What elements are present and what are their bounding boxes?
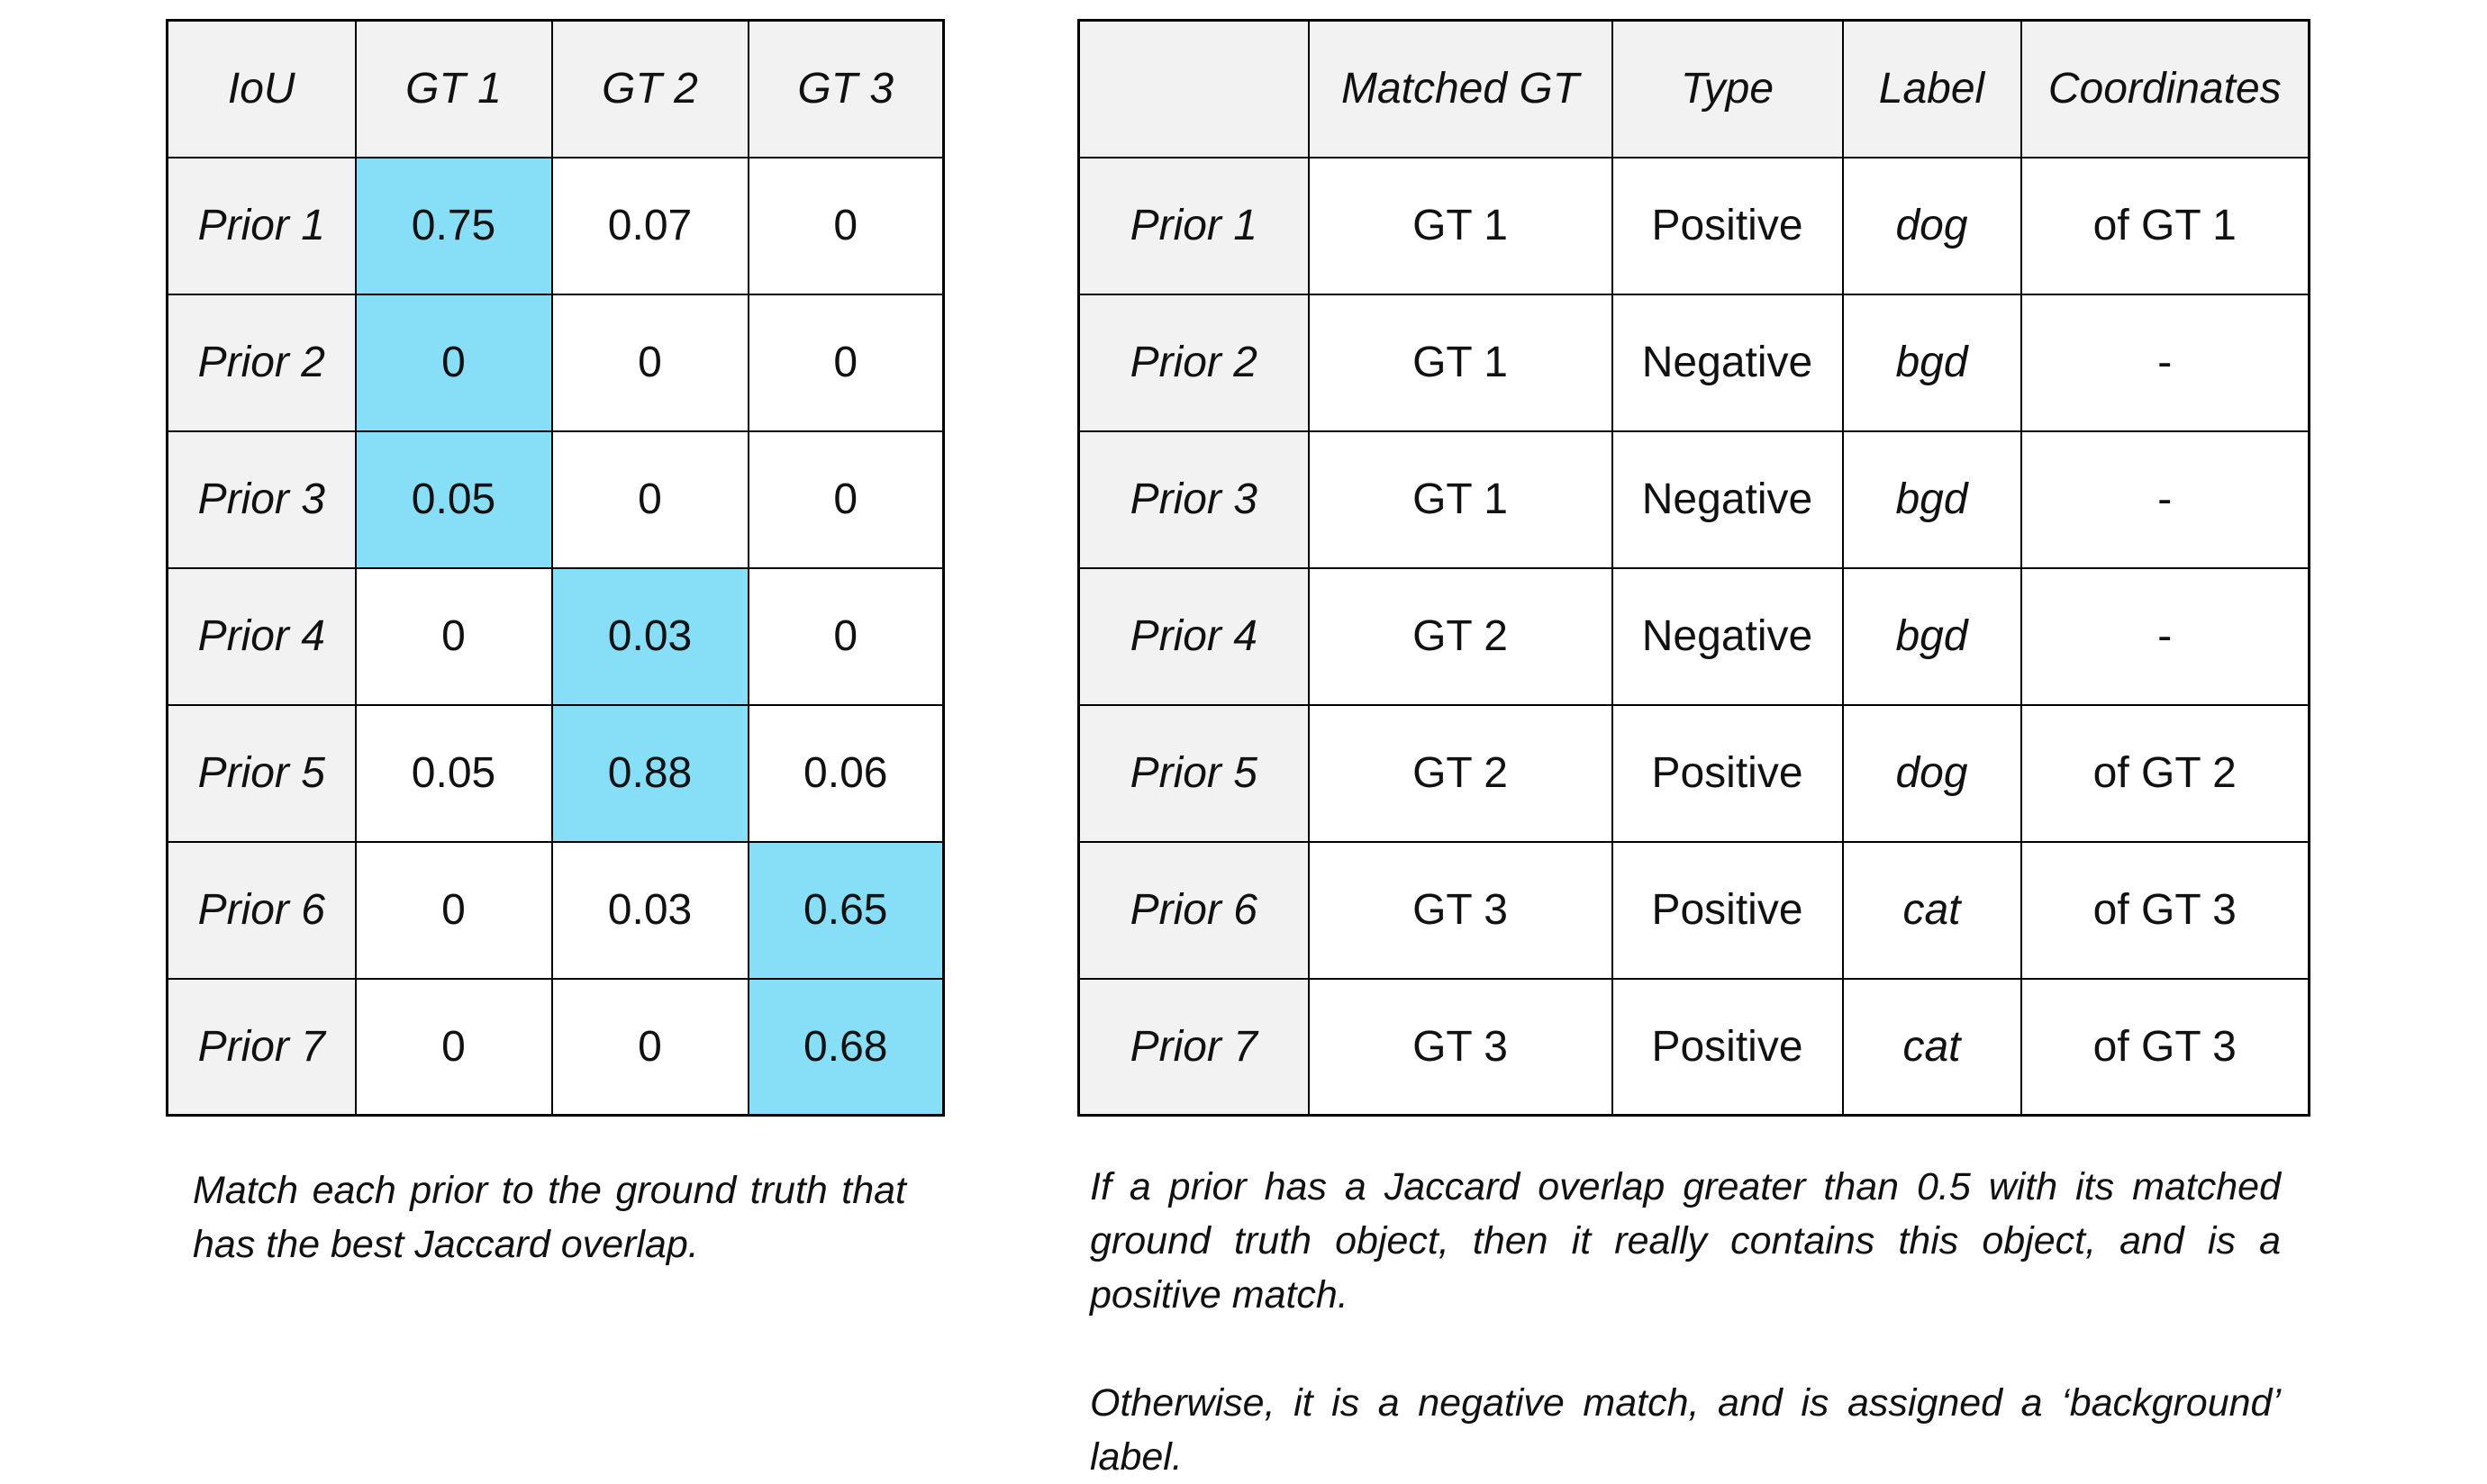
iou-cell-highlighted: 0.75	[354, 156, 553, 295]
match-col-header-coordinates: Coordinates	[2020, 19, 2310, 158]
match-cell-type: Negative	[1611, 430, 1844, 569]
match-row-prior-4: Prior 4 GT 2 Negative bgd -	[1077, 566, 2310, 706]
match-cell-matched-gt: GT 3	[1307, 840, 1613, 980]
right-caption-paragraph-1: If a prior has a Jaccard overlap greater…	[1090, 1165, 2281, 1317]
match-row-prior-6: Prior 6 GT 3 Positive cat of GT 3	[1077, 840, 2310, 980]
match-row-prior-5: Prior 5 GT 2 Positive dog of GT 2	[1077, 703, 2310, 843]
iou-cell: 0	[747, 430, 945, 569]
match-row-label: Prior 1	[1077, 156, 1310, 295]
iou-cell: 0	[550, 430, 749, 569]
iou-row-label: Prior 3	[166, 430, 357, 569]
match-cell-label: dog	[1841, 156, 2022, 295]
match-cell-type: Positive	[1611, 156, 1844, 295]
iou-col-header-gt2: GT 2	[550, 19, 749, 158]
iou-row-prior-7: Prior 7 0 0 0.68	[166, 977, 945, 1117]
iou-cell-highlighted: 0.03	[550, 566, 749, 706]
iou-cell: 0.06	[747, 703, 945, 843]
match-cell-matched-gt: GT 1	[1307, 430, 1613, 569]
match-cell-coordinates: of GT 3	[2020, 840, 2310, 980]
match-row-label: Prior 7	[1077, 977, 1310, 1117]
match-cell-label: bgd	[1841, 430, 2022, 569]
match-cell-coordinates: of GT 3	[2020, 977, 2310, 1117]
match-cell-label: bgd	[1841, 566, 2022, 706]
match-row-label: Prior 4	[1077, 566, 1310, 706]
iou-col-header-gt3: GT 3	[747, 19, 945, 158]
match-cell-coordinates: of GT 1	[2020, 156, 2310, 295]
left-caption: Match each prior to the ground truth tha…	[193, 1169, 906, 1266]
iou-row-label: Prior 7	[166, 977, 357, 1117]
match-corner-header	[1077, 19, 1310, 158]
iou-cell: 0.03	[550, 840, 749, 980]
match-cell-matched-gt: GT 3	[1307, 977, 1613, 1117]
iou-row-label: Prior 6	[166, 840, 357, 980]
match-row-prior-2: Prior 2 GT 1 Negative bgd -	[1077, 293, 2310, 432]
iou-cell-highlighted: 0.65	[747, 840, 945, 980]
iou-row-prior-6: Prior 6 0 0.03 0.65	[166, 840, 945, 980]
iou-row-prior-2: Prior 2 0 0 0	[166, 293, 945, 432]
iou-row-label: Prior 4	[166, 566, 357, 706]
match-row-label: Prior 2	[1077, 293, 1310, 432]
iou-cell: 0.07	[550, 156, 749, 295]
match-cell-label: cat	[1841, 977, 2022, 1117]
match-cell-matched-gt: GT 2	[1307, 566, 1613, 706]
match-cell-coordinates: -	[2020, 430, 2310, 569]
match-cell-coordinates: of GT 2	[2020, 703, 2310, 843]
match-cell-type: Positive	[1611, 977, 1844, 1117]
match-cell-coordinates: -	[2020, 293, 2310, 432]
iou-corner-header: IoU	[166, 19, 357, 158]
iou-row-prior-3: Prior 3 0.05 0 0	[166, 430, 945, 569]
iou-cell: 0	[550, 977, 749, 1117]
match-col-header-matched-gt: Matched GT	[1307, 19, 1613, 158]
iou-cell: 0	[354, 566, 553, 706]
match-cell-matched-gt: GT 1	[1307, 293, 1613, 432]
iou-row-prior-1: Prior 1 0.75 0.07 0	[166, 156, 945, 295]
iou-cell-highlighted: 0	[354, 293, 553, 432]
iou-header-row: IoU GT 1 GT 2 GT 3	[166, 19, 945, 158]
iou-cell: 0.05	[354, 703, 553, 843]
iou-cell-highlighted: 0.88	[550, 703, 749, 843]
match-header-row: Matched GT Type Label Coordinates	[1077, 19, 2310, 158]
match-cell-matched-gt: GT 2	[1307, 703, 1613, 843]
match-row-label: Prior 6	[1077, 840, 1310, 980]
iou-row-label: Prior 5	[166, 703, 357, 843]
match-cell-label: cat	[1841, 840, 2022, 980]
match-row-label: Prior 3	[1077, 430, 1310, 569]
iou-cell: 0	[354, 977, 553, 1117]
match-cell-type: Negative	[1611, 566, 1844, 706]
match-cell-label: dog	[1841, 703, 2022, 843]
iou-row-label: Prior 1	[166, 156, 357, 295]
iou-cell: 0	[747, 293, 945, 432]
iou-cell: 0	[747, 156, 945, 295]
match-cell-coordinates: -	[2020, 566, 2310, 706]
iou-cell: 0	[550, 293, 749, 432]
iou-cell: 0	[747, 566, 945, 706]
match-cell-type: Negative	[1611, 293, 1844, 432]
right-caption: If a prior has a Jaccard overlap greater…	[1090, 1160, 2281, 1484]
match-row-prior-7: Prior 7 GT 3 Positive cat of GT 3	[1077, 977, 2310, 1117]
match-col-header-label: Label	[1841, 19, 2022, 158]
match-row-prior-3: Prior 3 GT 1 Negative bgd -	[1077, 430, 2310, 569]
iou-row-prior-4: Prior 4 0 0.03 0	[166, 566, 945, 706]
iou-row-label: Prior 2	[166, 293, 357, 432]
iou-table: IoU GT 1 GT 2 GT 3 Prior 1 0.75 0.07 0 P…	[166, 19, 945, 1117]
match-cell-type: Positive	[1611, 840, 1844, 980]
match-cell-matched-gt: GT 1	[1307, 156, 1613, 295]
iou-col-header-gt1: GT 1	[354, 19, 553, 158]
iou-cell-highlighted: 0.05	[354, 430, 553, 569]
right-caption-paragraph-2: Otherwise, it is a negative match, and i…	[1090, 1381, 2281, 1479]
iou-cell-highlighted: 0.68	[747, 977, 945, 1117]
match-row-prior-1: Prior 1 GT 1 Positive dog of GT 1	[1077, 156, 2310, 295]
iou-row-prior-5: Prior 5 0.05 0.88 0.06	[166, 703, 945, 843]
match-row-label: Prior 5	[1077, 703, 1310, 843]
match-col-header-type: Type	[1611, 19, 1844, 158]
match-cell-label: bgd	[1841, 293, 2022, 432]
iou-cell: 0	[354, 840, 553, 980]
match-table: Matched GT Type Label Coordinates Prior …	[1077, 19, 2310, 1117]
match-cell-type: Positive	[1611, 703, 1844, 843]
